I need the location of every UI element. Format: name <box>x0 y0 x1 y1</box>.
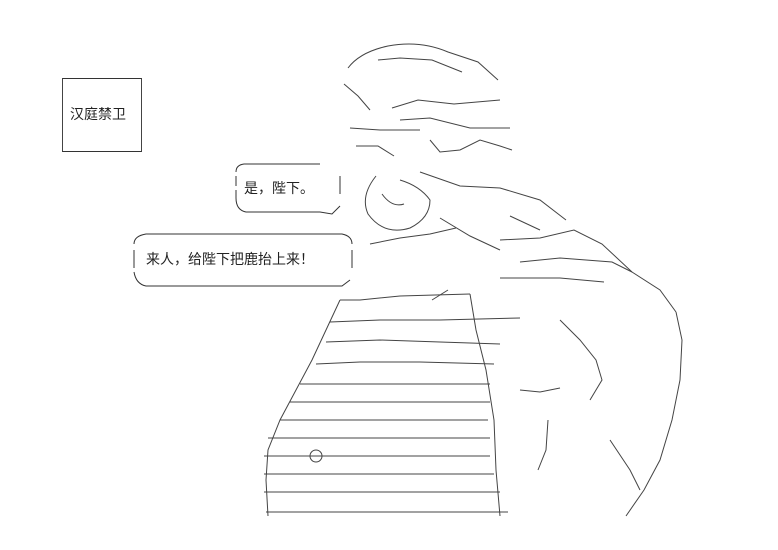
bubble-2-text: 来人，给陛下把鹿抬上来！ <box>146 252 314 268</box>
title-text: 汉庭禁卫 <box>70 107 126 123</box>
speech-bubble-1 <box>235 163 341 215</box>
figure-lines <box>264 43 683 517</box>
title-box <box>62 78 142 152</box>
speech-bubble-2 <box>133 233 353 287</box>
bubble-1-text: 是，陛下。 <box>244 181 314 197</box>
